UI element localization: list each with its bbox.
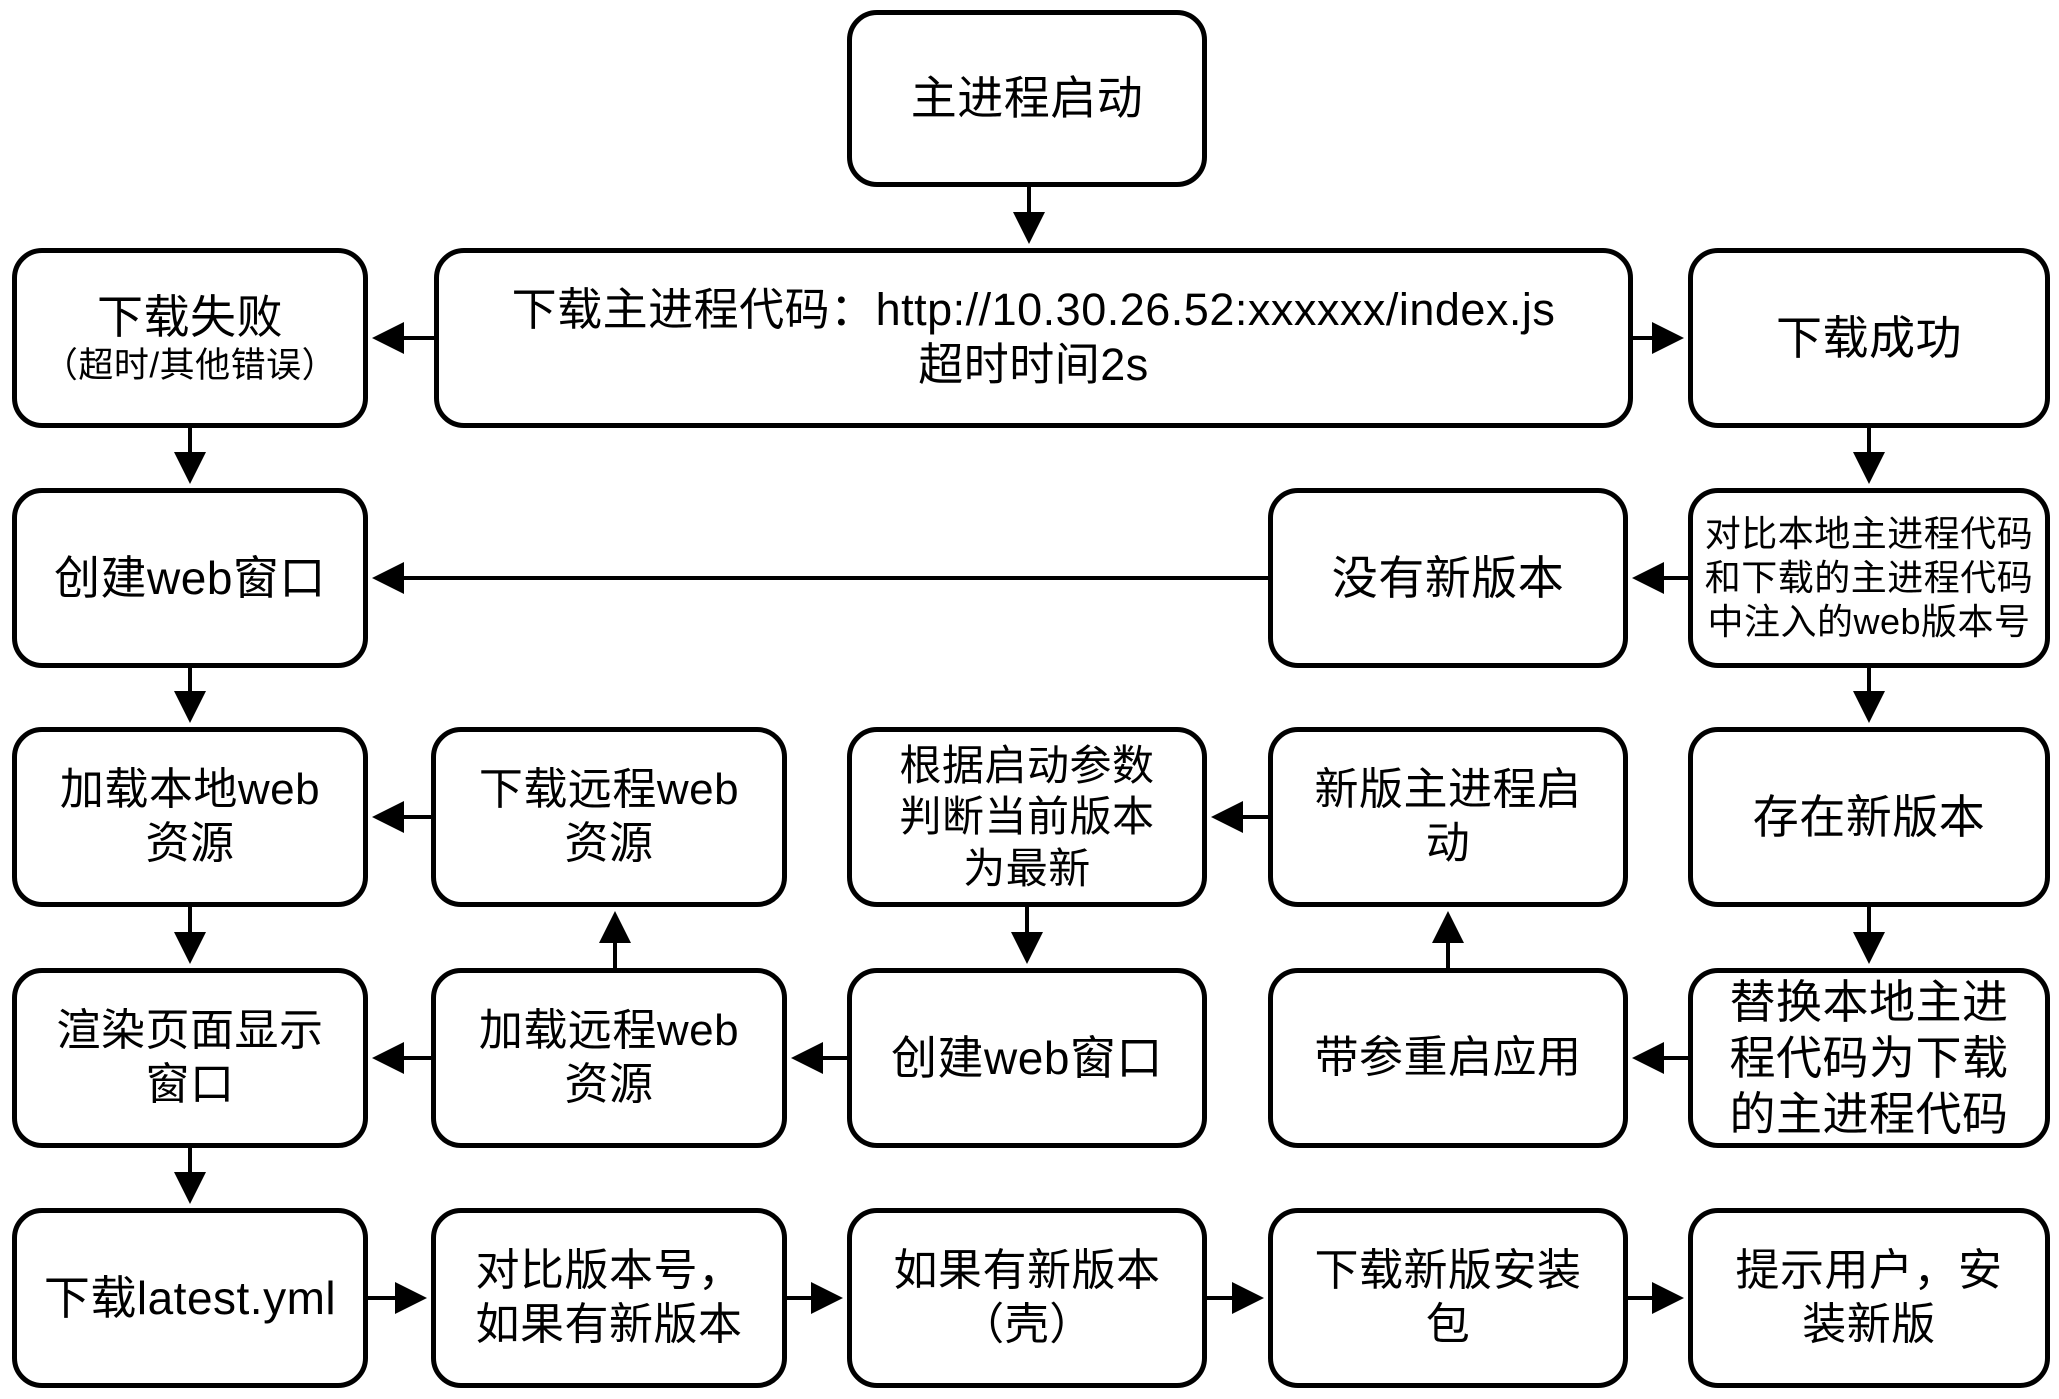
node-compare-injected-version-label: 对比本地主进程代码 和下载的主进程代码 中注入的web版本号 (1704, 513, 2034, 642)
node-load-local-web-assets-label: 加载本地web 资源 (59, 765, 321, 868)
node-prompt-user-install-label: 提示用户，安 装新版 (1735, 1246, 2003, 1349)
node-download-latest-yml-label: 下载latest.yml (43, 1271, 337, 1324)
node-replace-local-main-code-label: 替换本地主进 程代码为下载 的主进程代码 (1729, 975, 2009, 1141)
node-new-main-process-start-label: 新版主进程启 动 (1314, 765, 1582, 868)
node-download-fail-subtitle: （超时/其他错误） (42, 345, 338, 385)
node-create-web-window-2: 创建web窗口 (847, 968, 1207, 1148)
node-create-web-window-1: 创建web窗口 (12, 488, 368, 668)
node-download-main-code-label: 下载主进程代码：http://10.30.26.52:xxxxxx/index.… (511, 284, 1556, 390)
node-has-new-version-label: 存在新版本 (1752, 790, 1986, 843)
node-download-remote-web-assets: 下载远程web 资源 (431, 727, 787, 907)
node-compare-version-number: 对比版本号， 如果有新版本 (431, 1208, 787, 1388)
node-download-fail-title: 下载失败 (96, 290, 283, 343)
node-compare-injected-version: 对比本地主进程代码 和下载的主进程代码 中注入的web版本号 (1688, 488, 2050, 668)
node-replace-local-main-code: 替换本地主进 程代码为下载 的主进程代码 (1688, 968, 2050, 1148)
node-if-new-version-shell: 如果有新版本 （壳） (847, 1208, 1207, 1388)
node-restart-with-args: 带参重启应用 (1268, 968, 1628, 1148)
node-download-main-code: 下载主进程代码：http://10.30.26.52:xxxxxx/index.… (434, 248, 1633, 428)
node-download-new-installer: 下载新版安装 包 (1268, 1208, 1628, 1388)
node-download-success: 下载成功 (1688, 248, 2050, 428)
node-new-main-process-start: 新版主进程启 动 (1268, 727, 1628, 907)
node-restart-with-args-label: 带参重启应用 (1314, 1033, 1582, 1083)
node-create-web-window-1-label: 创建web窗口 (54, 551, 326, 604)
node-download-remote-web-assets-label: 下载远程web 资源 (478, 765, 740, 868)
node-download-latest-yml: 下载latest.yml (12, 1208, 368, 1388)
node-download-new-installer-label: 下载新版安装 包 (1314, 1246, 1582, 1349)
node-main-process-start: 主进程启动 (847, 10, 1207, 187)
node-render-page-window: 渲染页面显示 窗口 (12, 968, 368, 1148)
node-load-local-web-assets: 加载本地web 资源 (12, 727, 368, 907)
node-prompt-user-install: 提示用户，安 装新版 (1688, 1208, 2050, 1388)
node-render-page-window-label: 渲染页面显示 窗口 (56, 1006, 324, 1109)
node-load-remote-web-assets: 加载远程web 资源 (431, 968, 787, 1148)
node-judge-current-latest: 根据启动参数 判断当前版本 为最新 (847, 727, 1207, 907)
node-download-success-label: 下载成功 (1776, 311, 1962, 364)
node-no-new-version-label: 没有新版本 (1331, 551, 1565, 604)
node-create-web-window-2-label: 创建web窗口 (891, 1031, 1163, 1084)
node-download-fail-label: 下载失败 （超时/其他错误） (43, 269, 337, 407)
node-if-new-version-shell-label: 如果有新版本 （壳） (893, 1246, 1161, 1349)
node-download-fail: 下载失败 （超时/其他错误） (12, 248, 368, 428)
node-compare-version-number-label: 对比版本号， 如果有新版本 (475, 1246, 743, 1349)
node-has-new-version: 存在新版本 (1688, 727, 2050, 907)
node-no-new-version: 没有新版本 (1268, 488, 1628, 668)
node-judge-current-latest-label: 根据启动参数 判断当前版本 为最新 (899, 742, 1155, 892)
node-load-remote-web-assets-label: 加载远程web 资源 (478, 1006, 740, 1109)
node-main-process-start-label: 主进程启动 (910, 72, 1144, 125)
